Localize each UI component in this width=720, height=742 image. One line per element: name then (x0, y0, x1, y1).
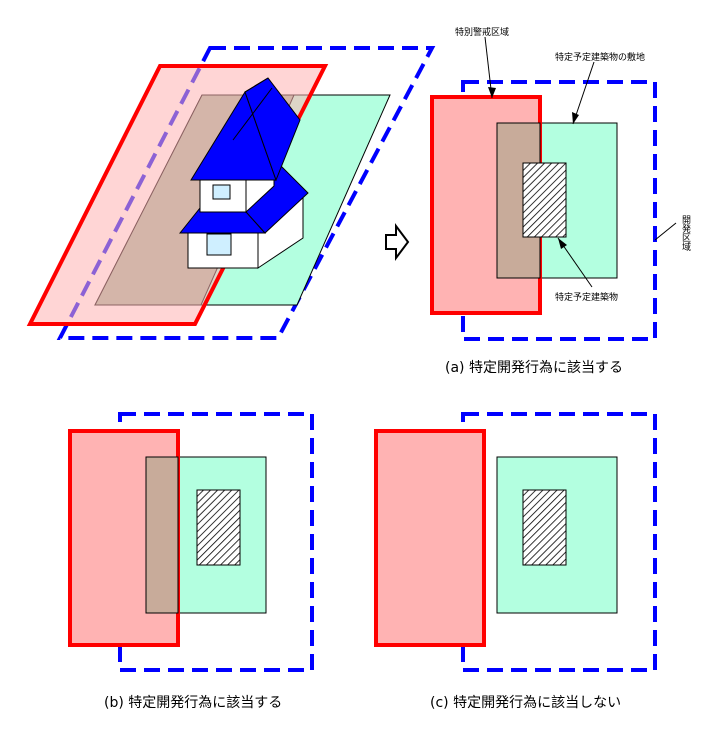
caption-a: (a) 特定開発行為に該当する (445, 360, 623, 376)
warning-zone-c (374, 429, 486, 647)
panel-c: (c) 特定開発行為に該当しない (374, 412, 657, 711)
leader-line-site (572, 61, 595, 125)
label-planned-building-site: 特定予定建築物の敷地 (555, 51, 645, 63)
panel-b: (b) 特定開発行為に該当する (68, 412, 314, 711)
leader-line-development (654, 222, 677, 241)
building-b (196, 489, 241, 566)
arrow-right-icon (385, 223, 410, 261)
caption-b: (b) 特定開発行為に該当する (104, 695, 282, 711)
panel-a: 特別警戒区域 特定予定建築物の敷地 開発区域 特定予定建築物 (a) 特定開発行… (430, 26, 691, 376)
label-development-zone: 開発区域 (680, 215, 691, 251)
building-a (522, 162, 567, 238)
label-planned-building: 特定予定建築物 (555, 291, 618, 303)
building-c (522, 489, 567, 566)
house-illustration (178, 77, 309, 269)
perspective-illustration (26, 46, 436, 340)
caption-c: (c) 特定開発行為に該当しない (430, 695, 621, 711)
label-special-warning-zone: 特別警戒区域 (455, 26, 509, 38)
overlap-b (145, 456, 179, 614)
